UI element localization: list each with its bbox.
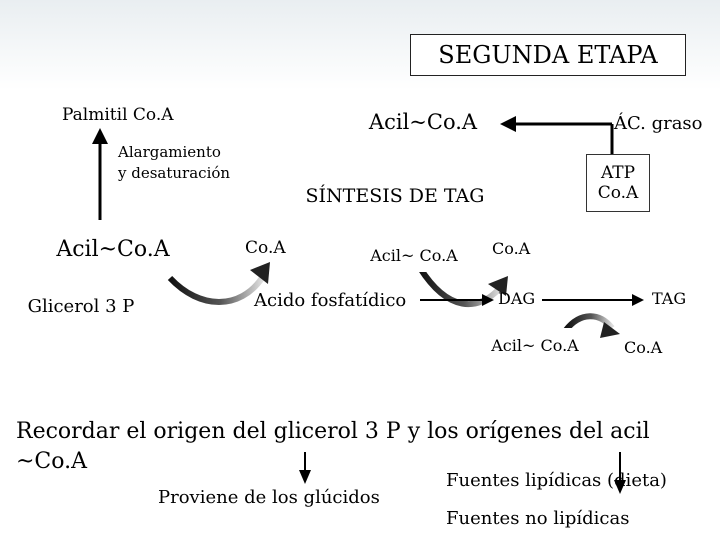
tag-label: TAG — [652, 289, 687, 308]
acido-label: Acido fosfatídico — [254, 290, 407, 311]
coa-label-2: Co.A — [492, 239, 531, 258]
sintesis-box: SÍNTESIS DE TAG — [288, 176, 502, 216]
alargamiento-arrowhead — [92, 128, 108, 144]
coa-label-3: Co.A — [624, 338, 663, 357]
sintesis-label: SÍNTESIS DE TAG — [305, 185, 485, 207]
fuentes-lipidicas-label: Fuentes lipídicas (dieta) — [446, 470, 667, 491]
alargamiento-label-1: Alargamiento — [118, 143, 221, 161]
acil-top-box: Acil~Co.A — [358, 103, 488, 141]
acil-left-box: Acil~Co.A — [48, 228, 178, 270]
dag-tag-arrowhead — [632, 294, 644, 306]
acgraso-label: ÁC. graso — [614, 113, 703, 134]
curved-arrow-2 — [417, 266, 503, 307]
recordar-line-1: Recordar el origen del glicerol 3 P y lo… — [16, 419, 650, 444]
acil-mid-box: Acil~ Co.A — [362, 238, 466, 272]
alargamiento-label-2: y desaturación — [118, 164, 231, 182]
coa-label-1: Co.A — [245, 238, 286, 258]
curved-arrow-1-head — [250, 262, 270, 284]
glicerol-label: Glicerol 3 P — [27, 295, 135, 317]
acido-dag-arrowhead — [482, 294, 494, 306]
atp-coa-label: Co.A — [597, 183, 639, 203]
fuentes-no-lipidicas-label: Fuentes no lipídicas — [446, 508, 630, 529]
curved-arrow-2-head — [488, 276, 508, 296]
acil-mid-label: Acil~ Co.A — [370, 245, 458, 265]
glicerol-origin-arrowhead — [299, 470, 311, 484]
page-title: SEGUNDA ETAPA — [438, 41, 658, 69]
acil-origin-arrowhead — [614, 480, 626, 494]
acil-low-box: Acil~ Co.A — [480, 328, 590, 362]
palmitil-label: Palmitil Co.A — [62, 105, 174, 125]
acgraso-arrowhead — [500, 116, 516, 132]
curved-arrow-3-head — [600, 322, 620, 338]
acil-left-label: Acil~Co.A — [56, 236, 170, 262]
recordar-line-2: ~Co.A — [16, 449, 88, 474]
acil-low-label: Acil~ Co.A — [491, 335, 579, 355]
glicerol-box: Glicerol 3 P — [16, 288, 146, 324]
dag-label: DAG — [498, 289, 536, 308]
curved-arrow-1 — [167, 275, 265, 305]
acil-top-label: Acil~Co.A — [368, 110, 478, 134]
curved-arrow-3 — [563, 313, 615, 332]
atp-box: ATP Co.A — [586, 154, 650, 212]
title-box: SEGUNDA ETAPA — [410, 34, 686, 76]
atp-label: ATP — [600, 163, 636, 183]
proviene-label: Proviene de los glúcidos — [158, 487, 380, 508]
